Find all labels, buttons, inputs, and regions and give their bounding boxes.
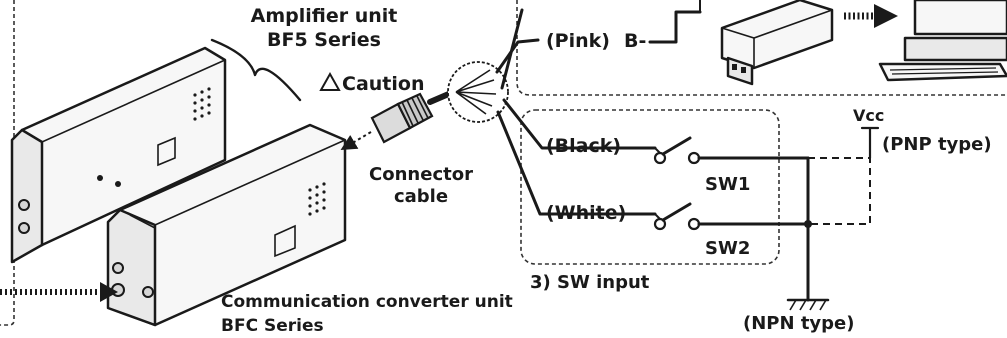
white-wire-label: (White) (546, 202, 626, 224)
comm-series-label: BFC Series (221, 316, 324, 336)
caution-icon (319, 71, 341, 91)
pnp-type-label: (PNP type) (882, 134, 992, 155)
computer-icon (878, 0, 1007, 82)
converter-device-icon (720, 0, 834, 86)
amplifier-series-label: BF5 Series (267, 29, 381, 51)
brace-icon (210, 38, 302, 102)
left-boundary-line (0, 0, 15, 326)
input-arrow (0, 282, 118, 302)
pink-wire-line (495, 38, 540, 74)
black-wire-line (502, 98, 657, 150)
output-region-box (516, 0, 1007, 96)
npn-type-label: (NPN type) (743, 313, 854, 334)
vcc-label: Vcc (853, 106, 884, 125)
connector-label-line1: Connector (369, 164, 473, 185)
sw1-label: SW1 (705, 174, 750, 195)
top-wire-line (500, 8, 524, 90)
arrow-right-icon (844, 4, 898, 28)
switch-symbol-icon (653, 136, 810, 231)
caution-label: Caution (342, 73, 424, 95)
connector-plug-icon (340, 87, 461, 151)
sw-input-label: 3) SW input (530, 272, 650, 293)
amplifier-unit-icon (10, 46, 227, 264)
connector-label-line2: cable (394, 186, 448, 207)
black-wire-label: (Black) (546, 135, 621, 157)
b-minus-wire (648, 10, 702, 44)
amplifier-title-label: Amplifier unit (251, 5, 398, 27)
white-wire-line (496, 110, 657, 216)
sw-input-box (520, 109, 780, 265)
pink-wire-label: (Pink) (546, 30, 610, 52)
sw2-label: SW2 (705, 238, 750, 259)
comm-title-label: Communication converter unit (221, 292, 513, 312)
cable-split-circle (447, 61, 509, 123)
communication-converter-icon (106, 123, 347, 327)
b-minus-wire-top (687, 0, 701, 13)
b-minus-label: B- (624, 30, 646, 52)
ground-symbol-icon (786, 298, 830, 311)
pnp-dashed-line (808, 157, 871, 225)
